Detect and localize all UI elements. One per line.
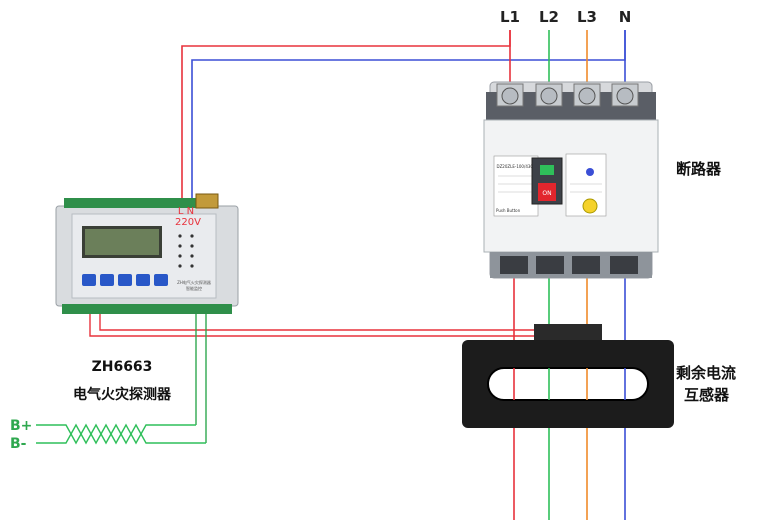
power-wire-l	[181, 30, 511, 206]
test-button[interactable]	[582, 198, 598, 214]
detector-button-2[interactable]	[100, 274, 114, 286]
phase-label-l1: L1	[500, 8, 520, 26]
detector-button-5[interactable]	[154, 274, 168, 286]
detector-button-1[interactable]	[82, 274, 96, 286]
detector-lcd	[85, 229, 159, 255]
detector-button-4[interactable]	[136, 274, 150, 286]
phase-label-n: N	[619, 8, 632, 26]
circuit-breaker: DZ20ZLE-100/4300 Push Button ON	[483, 81, 659, 279]
bus-label-b-plus: B+	[10, 418, 32, 434]
detector-button-3[interactable]	[118, 274, 132, 286]
detector-model: ZH6663	[92, 359, 153, 375]
current-transformer	[462, 324, 674, 428]
detector-buttons	[82, 274, 168, 286]
breaker-top-terminals	[496, 83, 639, 107]
twisted-pair-wire-2	[36, 423, 206, 445]
twisted-pair-wire-1	[36, 423, 196, 445]
breaker-push-label: Push Button	[496, 208, 521, 213]
phase-label-l3: L3	[577, 8, 597, 26]
breaker-on-label: ON	[542, 190, 551, 197]
ct-label-line2: 互感器	[684, 386, 730, 404]
breaker-handle[interactable]	[538, 183, 556, 201]
ct-signal-wire-1	[89, 312, 540, 337]
ct-signal-wire-2	[99, 312, 548, 331]
detector-name: 电气火灾探测器	[73, 386, 172, 403]
power-terminal-ln-label: L N	[178, 206, 194, 217]
breaker-rating-label: DZ20ZLE-100/4300	[496, 164, 535, 169]
fire-detector: ZH电气火灾探测器 智能监控	[55, 193, 239, 314]
detector-indicator-leds	[178, 234, 194, 268]
ct-label-line1: 剩余电流	[676, 364, 736, 382]
breaker-bottom-terminals	[500, 256, 638, 274]
bus-label-b-minus: B-	[10, 436, 27, 452]
power-voltage-label: 220V	[175, 217, 201, 228]
phase-label-l2: L2	[539, 8, 559, 26]
detector-panel-text-1: ZH电气火灾探测器	[177, 279, 211, 285]
breaker-label: 断路器	[676, 160, 722, 178]
detector-panel-text-2: 智能监控	[186, 285, 202, 291]
